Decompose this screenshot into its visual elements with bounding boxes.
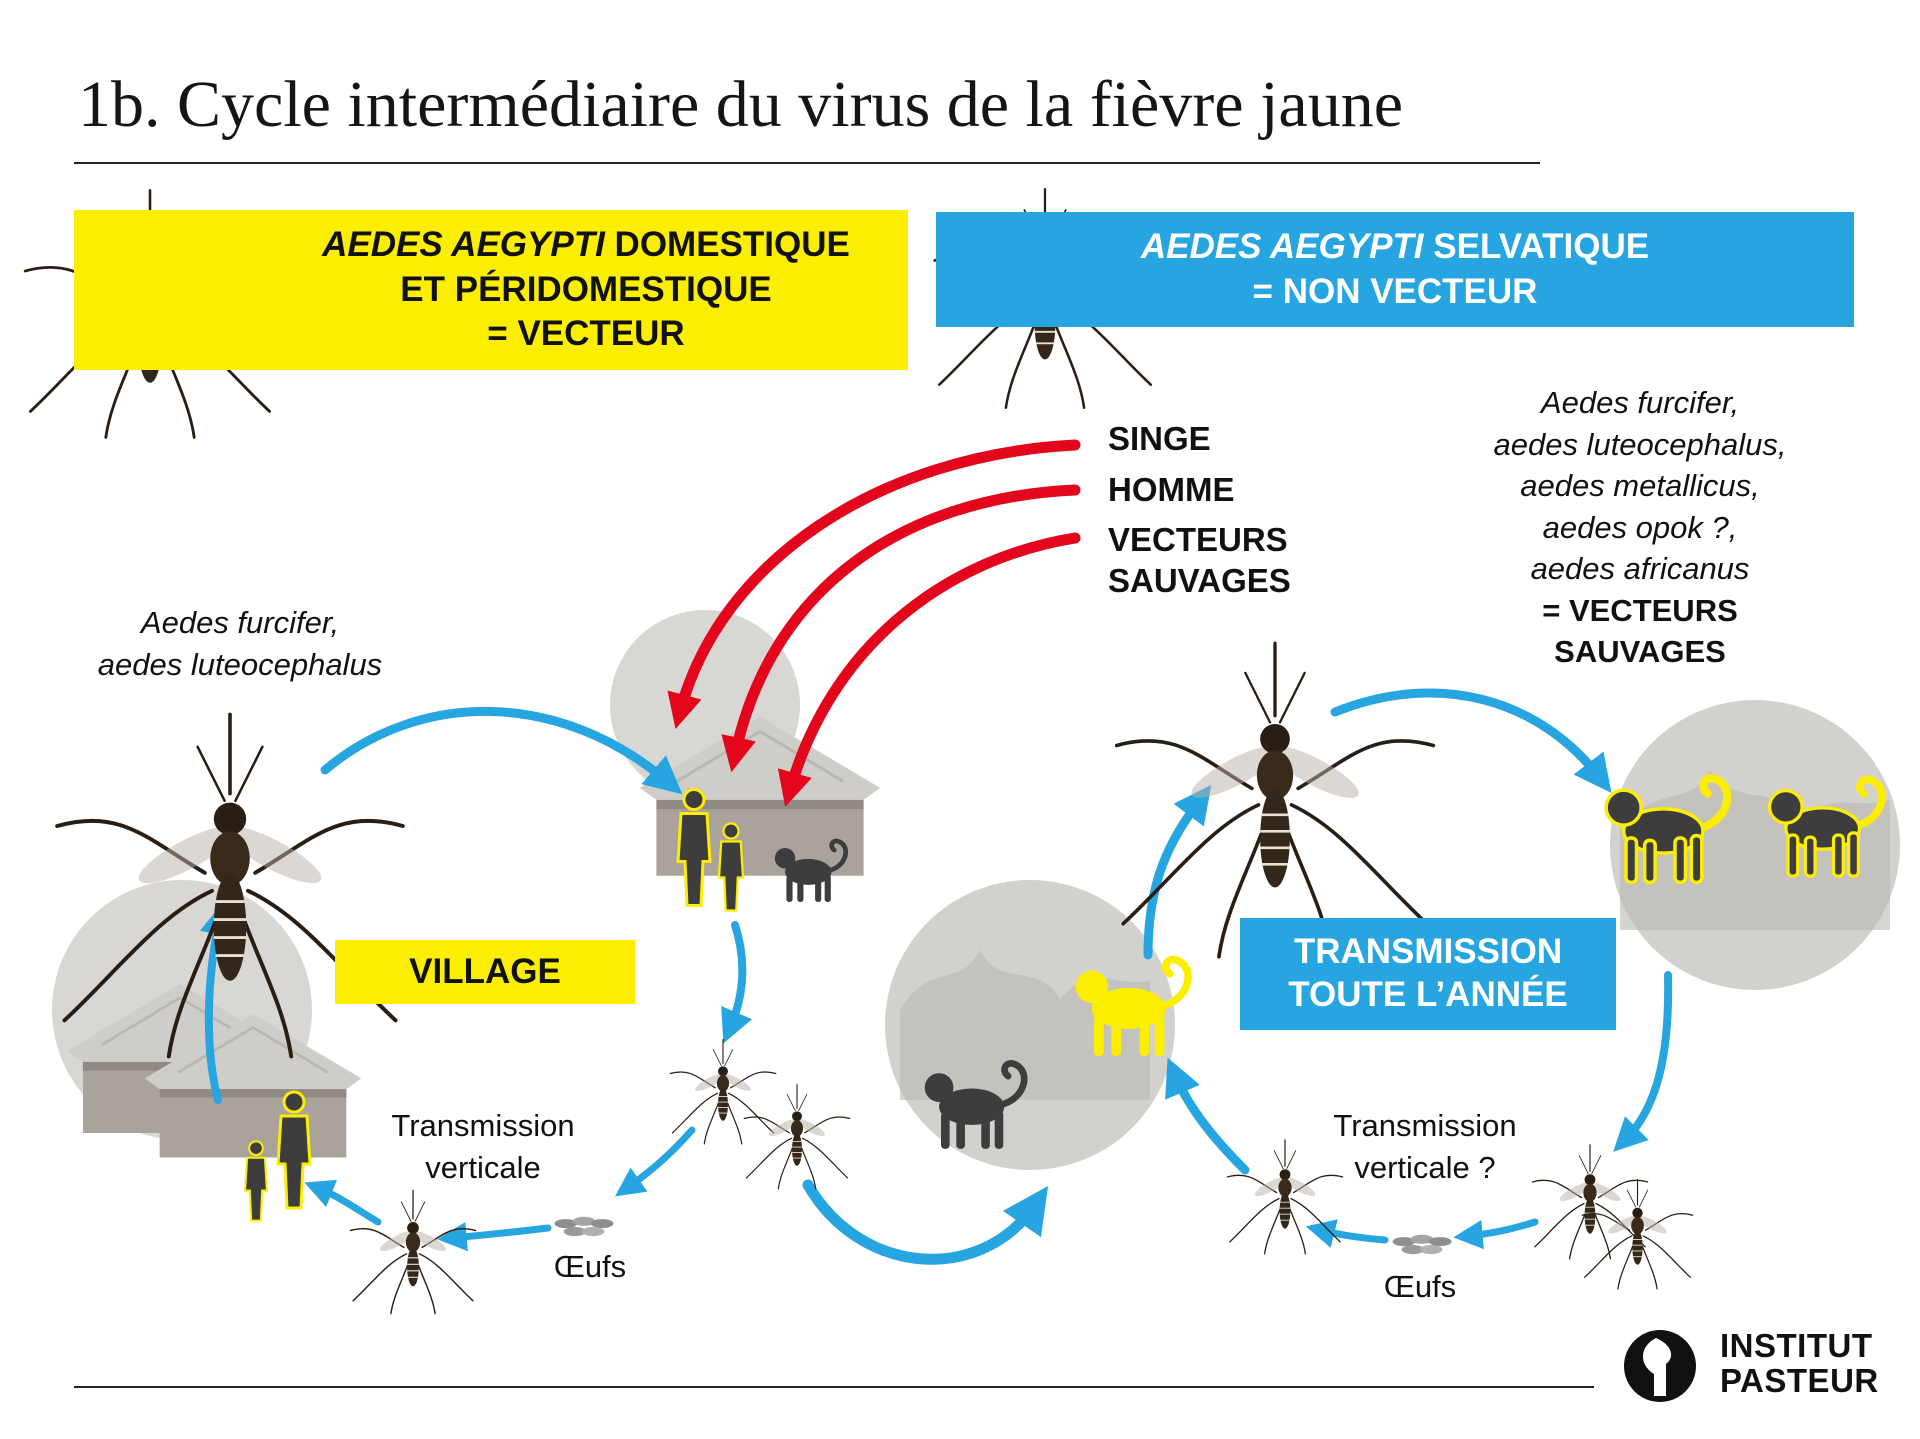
eggs-forest-label: Œufs (1383, 1269, 1457, 1304)
village-label-box: VILLAGE (335, 940, 635, 1004)
institut-pasteur-logo-icon (1624, 1330, 1696, 1402)
cycle-arrow (721, 921, 753, 1044)
mosquito-icon (743, 1083, 851, 1190)
institut-pasteur-logo: INSTITUT PASTEUR (1708, 1327, 1879, 1399)
village-vectors-label: Aedes furcifer, aedes luteocephalus (97, 605, 383, 682)
transmission-all-year-box: TRANSMISSION TOUTE L’ANNÉE (1240, 918, 1616, 1030)
egg-icon (554, 1216, 614, 1237)
cycle-arrow (1143, 784, 1212, 960)
page-title: 1b. Cycle intermédiaire du virus de la f… (78, 68, 1403, 141)
logo-text: INSTITUT PASTEUR (1720, 1327, 1879, 1399)
cycle-arrow (1165, 1057, 1250, 1175)
domestic-box-line1: AEDES AEGYPTI DOMESTIQUE (322, 224, 850, 264)
cycle-arrow (614, 1126, 696, 1197)
wild-vectors-label: Aedes furcifer, aedes luteocephalus, aed… (1493, 385, 1787, 670)
forest-scene-left (885, 880, 1188, 1170)
selvatic-box-line2: = NON VECTEUR (1252, 271, 1538, 311)
mosquito-icon (669, 1038, 777, 1145)
host-label: HOMME (1108, 471, 1235, 508)
introduction-arrows (667, 439, 1081, 807)
mosquito-icon (1581, 1178, 1694, 1290)
title-underline (74, 162, 1540, 164)
cycle-arrow (320, 706, 683, 795)
vertical-transmission-village-label: Transmission verticale (391, 1108, 575, 1185)
cycle-arrow (304, 1179, 382, 1226)
vertical-transmission-forest-label: Transmission verticale ? (1333, 1108, 1517, 1185)
cycle-arrow (1305, 1219, 1389, 1248)
host-label: VECTEURS (1108, 521, 1288, 558)
selvatic-nonvector-box: AEDES AEGYPTI SELVATIQUE = NON VECTEUR (936, 212, 1854, 327)
cycle-arrow (1613, 971, 1673, 1152)
forest-scene-right (1606, 700, 1900, 990)
introduction-arrow (777, 532, 1081, 807)
introduction-arrow (667, 439, 1081, 730)
cycle-arrow (802, 1179, 1049, 1265)
introduction-arrow (721, 484, 1081, 773)
domestic-box-line2: ET PÉRIDOMESTIQUE (400, 269, 772, 309)
cycle-arrow (1453, 1218, 1539, 1250)
host-label: SAUVAGES (1108, 562, 1291, 599)
domestic-vector-box: AEDES AEGYPTI DOMESTIQUE ET PÉRIDOMESTIQ… (74, 210, 908, 370)
selvatic-box-line1: AEDES AEGYPTI SELVATIQUE (1140, 226, 1650, 266)
mosquito-icon (1114, 641, 1436, 959)
cycle-arrow (1330, 688, 1612, 793)
egg-icon (1392, 1234, 1452, 1255)
village-scene-center (610, 610, 882, 912)
domestic-box-line3: = VECTEUR (487, 314, 685, 354)
cycle-arrow (437, 1222, 552, 1252)
footer-rule (74, 1386, 1594, 1388)
cycle-arrows (199, 688, 1673, 1265)
mosquito-icon (349, 1189, 477, 1315)
eggs-village-label: Œufs (553, 1249, 627, 1284)
host-label: SINGE (1108, 420, 1211, 457)
